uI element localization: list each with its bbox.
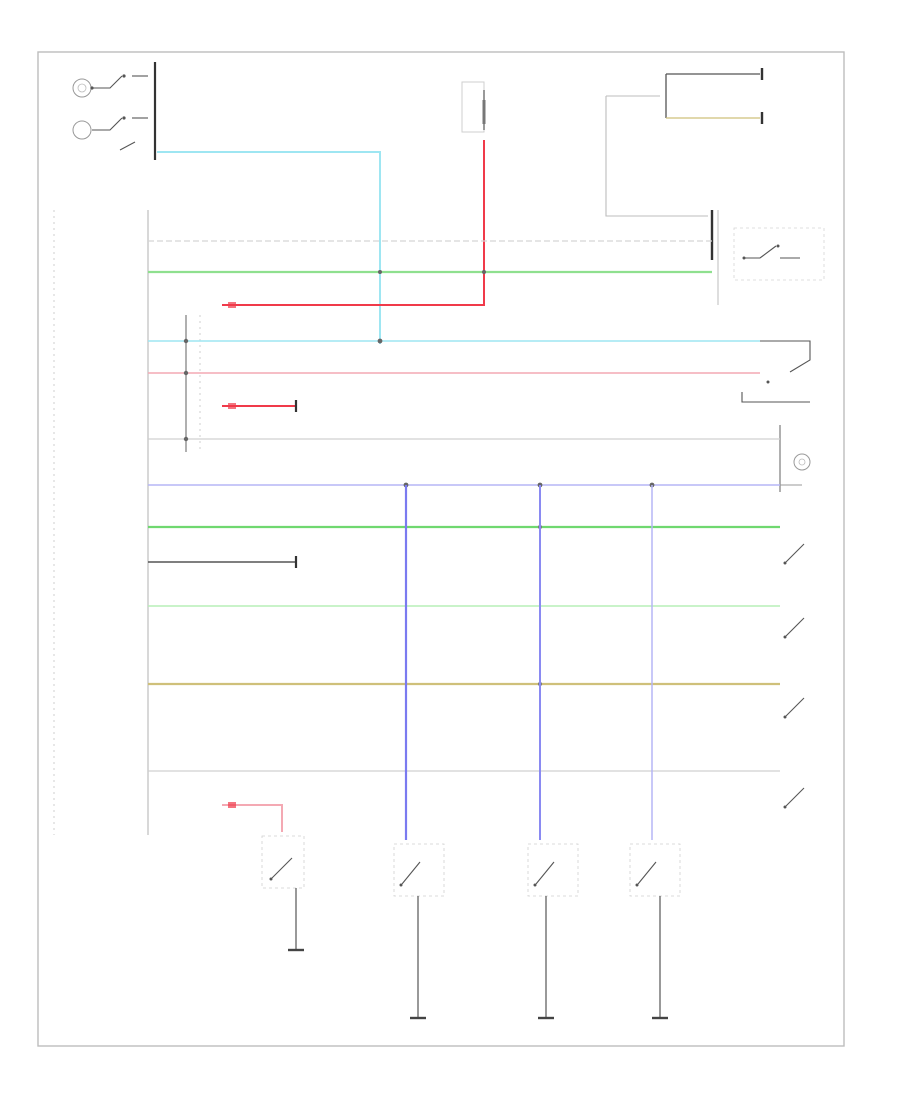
lamp-icon-2 — [72, 120, 92, 140]
trunk-switch-2 — [527, 843, 579, 1020]
door-switch-5 — [783, 787, 805, 809]
wire-lt-blu-top — [157, 151, 381, 344]
mirror-switch-group — [72, 62, 157, 160]
door-switch-1 — [741, 340, 811, 403]
courtesy-lamp-icon — [793, 453, 811, 471]
diagram-frame — [37, 51, 845, 1047]
lamp-right — [780, 453, 811, 486]
rear-window-switch — [261, 835, 305, 952]
roof-console-group — [605, 68, 825, 281]
trunk-switch-3 — [629, 843, 681, 1020]
trunk-switch-1 — [393, 843, 445, 1020]
lamp-icon — [72, 78, 92, 98]
rear-defog-switch — [744, 245, 777, 259]
integrated-control-unit — [53, 210, 149, 835]
door-switch-2 — [783, 543, 805, 565]
wire-red-4 — [222, 804, 283, 832]
door-switch-3 — [783, 617, 805, 639]
fuse-group — [461, 81, 486, 133]
door-switch-4 — [783, 697, 805, 719]
wire-red-top — [222, 140, 485, 306]
